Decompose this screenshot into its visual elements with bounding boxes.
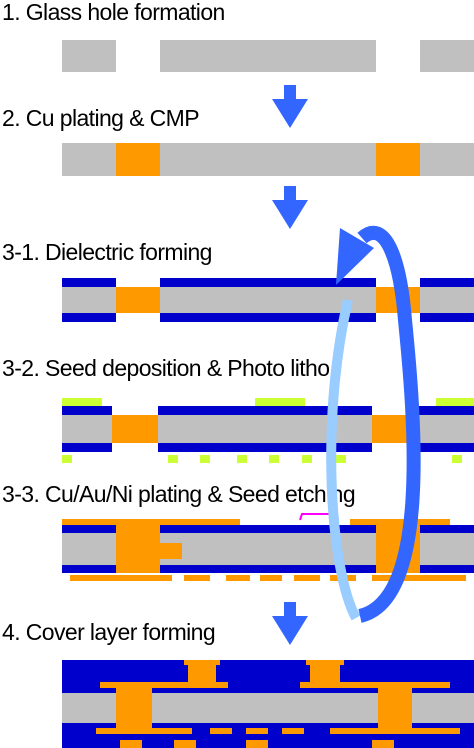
dielectric-bottom [62, 565, 116, 573]
step-4-label: 4. Cover layer forming [2, 619, 216, 645]
step-1-substrate [62, 40, 474, 72]
dielectric-top [160, 278, 376, 287]
photoresist [62, 398, 102, 406]
step-3-1-substrate [62, 278, 474, 322]
photoresist [200, 455, 210, 463]
dielectric-top [62, 278, 116, 287]
dielectric-top [416, 406, 474, 415]
dielectric-top [420, 278, 474, 287]
photoresist [336, 455, 346, 463]
glass-segment [160, 40, 376, 72]
copper-top-trace [100, 682, 228, 688]
copper-via [378, 682, 412, 734]
photoresist [255, 398, 305, 406]
photoresist [452, 455, 462, 463]
dielectric-top [62, 406, 112, 415]
copper-pad [174, 740, 196, 748]
loop-arrowhead [336, 228, 374, 285]
copper-pad [310, 664, 340, 682]
photoresist [269, 455, 279, 463]
dielectric-bottom [158, 443, 372, 452]
dielectric-bottom [420, 565, 474, 573]
copper-pad [120, 740, 142, 748]
copper-via [116, 287, 160, 313]
down-arrow-icon [272, 602, 308, 645]
glass-segment [62, 40, 116, 72]
copper-via [116, 682, 152, 734]
copper-bottom-trace [294, 575, 320, 581]
copper-via [116, 143, 160, 176]
au-ni-finish [184, 660, 220, 665]
copper-bottom-trace [372, 575, 466, 581]
copper-via [112, 415, 158, 443]
step-4-substrate [62, 660, 474, 748]
copper-bottom-trace [70, 575, 172, 581]
copper-bottom-trace [96, 728, 192, 734]
photoresist [302, 455, 312, 463]
copper-pad [246, 740, 268, 748]
photoresist [168, 455, 178, 463]
dielectric-bottom [160, 565, 376, 573]
photoresist [436, 398, 474, 406]
loop-back-path [326, 298, 361, 621]
au-ni-finish [306, 660, 344, 665]
glass-segment [420, 40, 474, 72]
dielectric-bottom [420, 313, 474, 322]
dielectric-top [158, 406, 372, 415]
step-2-label: 2. Cu plating & CMP [2, 105, 200, 131]
copper-bottom-trace [226, 575, 250, 581]
step-3-3-label: 3-3. Cu/Au/Ni plating & Seed etching [2, 481, 356, 507]
cycle-arrow-icon [326, 225, 421, 623]
copper-bottom-trace [260, 575, 282, 581]
dielectric-top [160, 525, 376, 533]
loop-forward-path [357, 225, 421, 623]
down-arrow-icon [272, 85, 308, 128]
copper-pad [160, 543, 182, 559]
copper-bottom-trace [246, 728, 268, 734]
photoresist [237, 455, 247, 463]
step-3-2-label: 3-2. Seed deposition & Photo litho [2, 355, 330, 381]
copper-pad [188, 664, 216, 682]
copper-bottom-trace [282, 728, 304, 734]
copper-via [116, 525, 160, 573]
copper-top-trace [350, 519, 450, 525]
copper-top-trace [62, 519, 240, 525]
dielectric-bottom [416, 443, 474, 452]
step-3-1-label: 3-1. Dielectric forming [2, 239, 212, 265]
step-1-label: 1. Glass hole formation [2, 0, 225, 25]
down-arrow-icon [272, 186, 308, 229]
dielectric-top [62, 525, 116, 533]
copper-bottom-trace [184, 575, 210, 581]
copper-pad [372, 740, 394, 748]
dielectric-bottom [62, 443, 112, 452]
dielectric-top [420, 525, 474, 533]
copper-bottom-trace [330, 728, 460, 734]
photoresist [62, 455, 72, 463]
copper-bottom-trace [210, 728, 232, 734]
dielectric-bottom [160, 313, 376, 322]
copper-top-trace [300, 682, 450, 688]
step-2-substrate [62, 143, 474, 176]
copper-via [376, 143, 420, 176]
dielectric-bottom [62, 313, 116, 322]
